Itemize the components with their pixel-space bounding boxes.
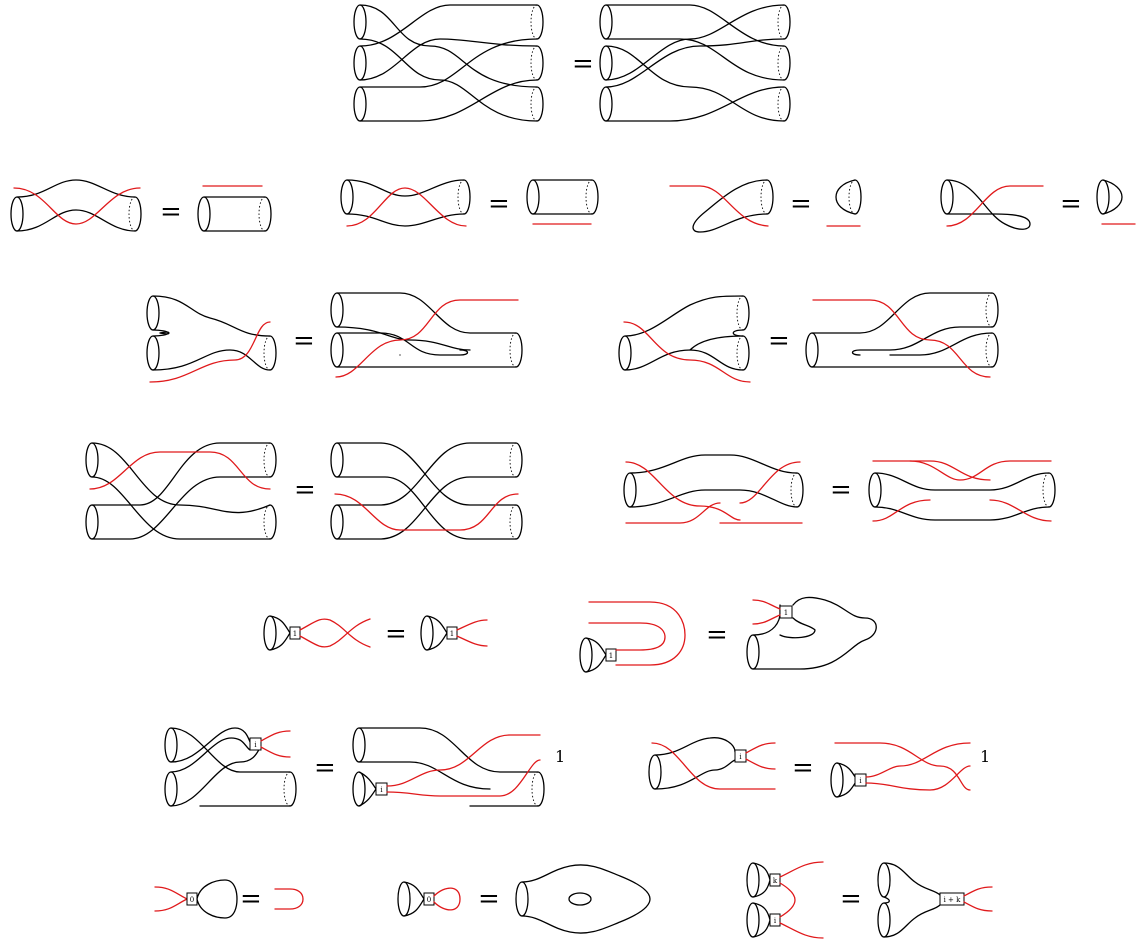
row4-a-rhs <box>331 443 522 539</box>
row7-c-lhs: k i <box>747 862 823 938</box>
equals-sign: = <box>706 620 728 650</box>
row3-b-rhs-pants <box>806 293 998 377</box>
row2-c-rhs-cap <box>827 180 861 226</box>
row3-a-rhs-pants <box>331 293 522 377</box>
box-label: i + k <box>944 896 962 904</box>
row2-d-lhs-cap <box>941 180 1043 229</box>
row4-a-lhs <box>86 443 276 539</box>
row2-c-lhs-cap <box>670 180 773 232</box>
row2-a-lhs <box>11 180 141 231</box>
equals-sign: = <box>314 753 336 783</box>
row4-b-lhs <box>624 455 803 523</box>
side-label: 1 <box>555 747 565 766</box>
row6-a-rhs: i <box>353 728 544 806</box>
row5-a-rhs-capped: 1 <box>421 616 487 650</box>
row7-b-lhs: 0 <box>398 882 460 916</box>
equals-sign: = <box>160 197 182 227</box>
row7-a-rhs <box>275 889 303 909</box>
row3-a-lhs-pants <box>147 296 276 382</box>
row5-b-rhs-pants: 1 <box>747 597 876 669</box>
equals-sign: = <box>572 49 594 79</box>
row5-b-lhs-folded: 1 <box>580 602 685 672</box>
row2-d-rhs-cap <box>1097 180 1135 224</box>
box-label: 1 <box>450 630 454 638</box>
box-label: 1 <box>609 652 613 660</box>
equals-sign: = <box>790 189 812 219</box>
equals-sign: = <box>478 884 500 914</box>
row6-b-rhs: i <box>831 743 970 797</box>
box-label: 0 <box>427 896 431 904</box>
row4-b-rhs <box>869 461 1055 521</box>
equals-sign: = <box>488 189 510 219</box>
equals-sign: = <box>1060 189 1082 219</box>
row2-b-lhs <box>341 180 470 226</box>
equals-sign: = <box>768 326 790 356</box>
row6-b-lhs: i <box>649 738 775 789</box>
row7-b-rhs-torus <box>516 865 650 933</box>
row6-a-lhs: i <box>165 728 296 806</box>
row1-rhs-three-tube-braid <box>600 5 790 121</box>
equals-sign: = <box>830 475 852 505</box>
equals-sign: = <box>240 884 262 914</box>
equals-sign: = <box>293 326 315 356</box>
box-label: 1 <box>784 609 788 617</box>
equals-sign: = <box>385 619 407 649</box>
row7-c-rhs: i + k <box>878 863 992 937</box>
row3-b-lhs-pants <box>619 296 750 382</box>
equals-sign: = <box>294 475 316 505</box>
side-label: 1 <box>980 747 990 766</box>
row7-a-lhs: 0 <box>155 880 237 918</box>
equals-sign: = <box>840 884 862 914</box>
box-label: 1 <box>293 630 297 638</box>
row2-a-rhs <box>198 186 271 231</box>
row1-lhs-three-tube-braid <box>354 5 543 121</box>
row2-b-rhs <box>527 180 598 224</box>
equals-sign: = <box>792 753 814 783</box>
box-label: 0 <box>190 896 194 904</box>
row5-a-lhs-capped-twist: 1 <box>264 616 370 650</box>
